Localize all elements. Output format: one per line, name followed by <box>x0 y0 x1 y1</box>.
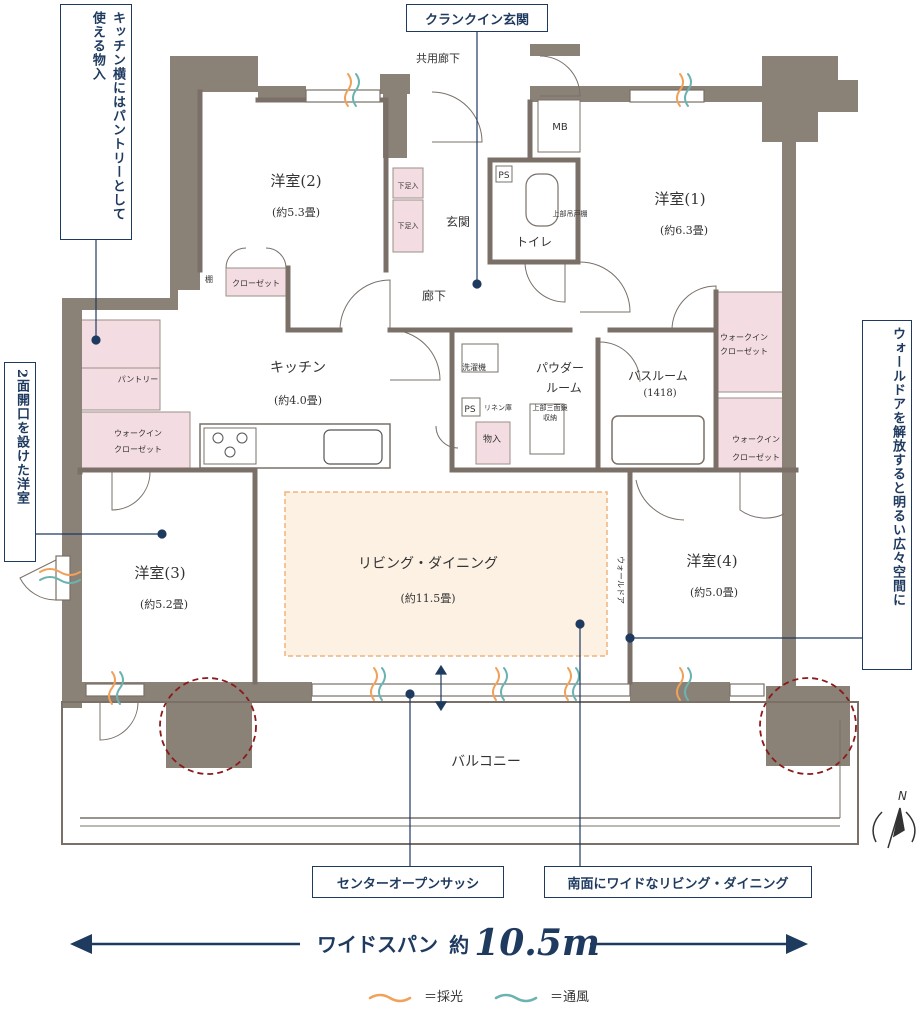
label-wic-rt2: クローゼット <box>720 346 768 356</box>
shoe-box1 <box>392 167 424 199</box>
bath-fixtures <box>461 99 705 465</box>
callout-pantry: キッチン横にはパントリーとして使える物入 <box>60 4 132 240</box>
callout-center-sash: センターオープンサッシ <box>312 866 504 898</box>
wic-right-top <box>715 291 795 393</box>
shoe-box2 <box>392 199 424 253</box>
label-pantry: パントリー <box>118 375 158 384</box>
room-living-area: (約11.5畳) <box>400 591 455 605</box>
legend-wind: ＝通風 <box>550 990 590 1005</box>
legend-light: ＝採光 <box>424 990 464 1005</box>
label-mirror2: 収納 <box>543 413 557 422</box>
pantry-upper <box>79 319 161 369</box>
room-powder-name2: ルーム <box>546 381 582 395</box>
label-linen: リネン庫 <box>484 403 512 412</box>
callout-south-wide: 南面にワイドなリビング・ダイニング <box>544 866 812 898</box>
living-dashed-area <box>284 491 608 657</box>
label-storage: 物入 <box>483 433 501 445</box>
room-kitchen-name: キッチン <box>270 360 326 376</box>
small-labels: MB PS PS 下足入 下足入 上部吊戸棚 棚 クローゼット パントリー ウォ… <box>114 122 780 604</box>
label-wic-rb2: クローゼット <box>732 452 780 462</box>
room-western2-name: 洋室(2) <box>270 172 321 190</box>
room-western3-area: (約5.2畳) <box>140 597 188 611</box>
room-bath-size: (1418) <box>643 388 676 399</box>
door-swings <box>19 55 785 741</box>
width-span-value: 10.5m <box>474 922 600 964</box>
wic-kitchen <box>79 411 191 469</box>
room-kitchen-area: (約4.0畳) <box>274 393 322 407</box>
room-western2-area: (約5.3畳) <box>272 205 320 219</box>
label-shoe1: 下足入 <box>398 182 419 190</box>
label-ps2: PS <box>464 405 475 415</box>
interior-walls <box>77 89 799 685</box>
label-wic-rb1: ウォークイン <box>732 435 780 444</box>
windows <box>55 89 765 697</box>
callout-leaders <box>36 32 862 866</box>
width-span: ワイドスパン 約 10.5m <box>0 922 917 964</box>
room-balcony: バルコニー <box>451 754 521 770</box>
label-wic-kitchen2: クローゼット <box>114 444 162 454</box>
legend-marks <box>368 993 538 1003</box>
room-shared-corridor: 共用廊下 <box>416 51 460 65</box>
label-shelf: 棚 <box>205 274 213 284</box>
kitchen-counter <box>199 423 391 469</box>
room-western4-area: (約5.0畳) <box>690 585 738 599</box>
label-washer: 洗濯機 <box>462 362 486 372</box>
width-span-prefix: 約 <box>449 932 470 957</box>
room-western1-area: (約6.3畳) <box>660 223 708 237</box>
callout-entrance: クランクイン玄関 <box>406 4 548 32</box>
pantry <box>79 367 161 411</box>
light-wind-marks <box>39 73 692 705</box>
north-mark <box>872 807 916 849</box>
storage-box <box>475 421 511 465</box>
sash-arrow <box>434 664 448 712</box>
label-wic-rt1: ウォークイン <box>720 333 768 342</box>
balcony-outline <box>61 701 859 845</box>
room-entrance: 玄関 <box>446 214 470 229</box>
room-powder-name1: パウダー <box>536 360 584 375</box>
north-label: N <box>898 789 907 803</box>
label-mb: MB <box>552 122 568 133</box>
label-shoe2: 下足入 <box>398 222 419 230</box>
room-labels: 洋室(2) (約5.3畳) 洋室(1) (約6.3畳) キッチン (約4.0畳)… <box>134 51 738 770</box>
label-ps1: PS <box>498 171 509 181</box>
room-western4-name: 洋室(4) <box>686 552 737 570</box>
width-span-label: ワイドスパン <box>317 932 439 957</box>
room-bath-name: バスルーム <box>628 369 688 383</box>
room-western3-name: 洋室(3) <box>134 564 185 582</box>
callout-wall-door: ウォールドアを解放すると明るい広々空間に <box>862 320 912 670</box>
label-closet2: クローゼット <box>232 278 280 288</box>
room-toilet: トイレ <box>516 235 552 249</box>
label-wic-kitchen1: ウォークイン <box>114 429 162 438</box>
closet-areas <box>79 167 795 469</box>
callout-two-side: 2面開口を設けた洋室 <box>4 362 36 562</box>
room-western1-name: 洋室(1) <box>654 190 705 208</box>
label-upper-cabinet: 上部吊戸棚 <box>553 209 588 218</box>
width-span-arrow <box>70 934 808 954</box>
label-mirror1: 上部三面鏡 <box>533 403 568 412</box>
room-hallway: 廊下 <box>422 288 446 303</box>
room-living-name: リビング・ダイニング <box>358 556 498 572</box>
label-walk-door: ウォールドア <box>616 556 625 604</box>
